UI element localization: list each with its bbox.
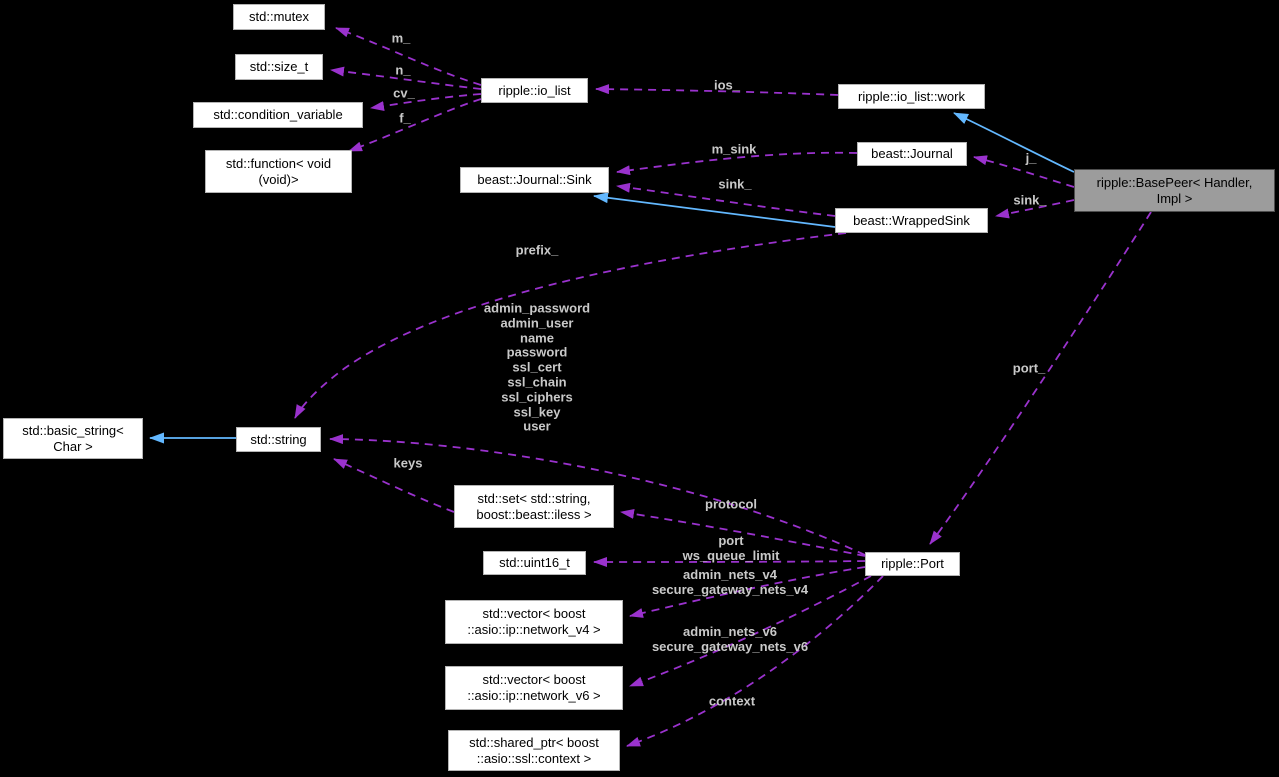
node-std-vector-network-v6[interactable]: std::vector< boost ::asio::ip::network_v… bbox=[445, 666, 623, 710]
edge-label-port-ws: port ws_queue_limit bbox=[682, 533, 780, 563]
edge-label-m-sink: m_sink bbox=[711, 141, 757, 157]
edge-label-cv: cv_ bbox=[393, 85, 415, 101]
edge-label-ios: ios_ bbox=[713, 77, 741, 93]
edge-io-list-to-size-t bbox=[330, 66, 482, 90]
node-beast-wrapped-sink[interactable]: beast::WrappedSink bbox=[835, 208, 988, 233]
edge-base-peer-to-journal bbox=[973, 155, 1075, 188]
node-std-uint16-t[interactable]: std::uint16_t bbox=[483, 551, 586, 575]
edge-label-context: context bbox=[708, 693, 756, 709]
node-ripple-base-peer: ripple::BasePeer< Handler, Impl > bbox=[1074, 169, 1275, 212]
edge-port-to-set-protocol bbox=[620, 509, 866, 557]
edge-inherit-wrapped-sink-to-journal-sink bbox=[593, 192, 836, 228]
edge-wrapped-sink-to-string-prefix bbox=[294, 232, 847, 419]
node-std-basic-string[interactable]: std::basic_string< Char > bbox=[3, 418, 143, 459]
edge-port-to-vector-v6 bbox=[629, 575, 872, 687]
node-std-size-t[interactable]: std::size_t bbox=[235, 54, 323, 80]
edge-label-protocol: protocol bbox=[705, 496, 757, 512]
edge-label-nets-v6: admin_nets_v6 secure_gateway_nets_v6 bbox=[651, 624, 809, 654]
edge-set-to-string-keys bbox=[333, 458, 455, 513]
edge-port-to-shared-ptr-context bbox=[626, 575, 884, 747]
edge-label-nets-v4: admin_nets_v4 secure_gateway_nets_v4 bbox=[651, 567, 809, 597]
edge-label-sink-journal-sink: sink_ bbox=[718, 176, 752, 192]
edge-label-string-members: admin_password admin_user name password … bbox=[483, 300, 591, 434]
node-std-function-void[interactable]: std::function< void (void)> bbox=[205, 150, 352, 193]
node-std-string[interactable]: std::string bbox=[236, 427, 321, 452]
edge-port-to-vector-v4 bbox=[629, 566, 866, 618]
edge-port-to-string-members bbox=[329, 434, 866, 556]
edge-work-to-io-list bbox=[595, 84, 839, 96]
edge-inherit-base-peer-to-work bbox=[953, 112, 1075, 173]
edge-io-list-to-condition-variable bbox=[370, 93, 482, 111]
node-ripple-port[interactable]: ripple::Port bbox=[865, 552, 960, 576]
node-ripple-io-list[interactable]: ripple::io_list bbox=[481, 78, 588, 103]
node-std-vector-network-v4[interactable]: std::vector< boost ::asio::ip::network_v… bbox=[445, 600, 623, 644]
edge-label-j: j_ bbox=[1025, 150, 1037, 166]
edge-base-peer-to-port bbox=[929, 211, 1152, 545]
node-std-condition-variable[interactable]: std::condition_variable bbox=[193, 102, 363, 128]
edge-label-m: m_ bbox=[391, 30, 411, 46]
edge-label-n: n_ bbox=[395, 62, 411, 78]
edge-label-sink-wrapped: sink_ bbox=[1013, 192, 1047, 208]
edge-label-prefix: prefix_ bbox=[515, 242, 559, 258]
edge-label-f: f_ bbox=[399, 110, 411, 126]
node-std-shared-ptr-ssl-context[interactable]: std::shared_ptr< boost ::asio::ssl::cont… bbox=[448, 730, 620, 771]
edge-label-keys: keys bbox=[393, 455, 423, 471]
edge-base-peer-to-wrapped-sink bbox=[995, 199, 1075, 219]
node-ripple-io-list-work[interactable]: ripple::io_list::work bbox=[838, 84, 985, 109]
edge-label-port-member: port_ bbox=[1012, 360, 1046, 376]
edge-io-list-to-mutex bbox=[335, 27, 482, 86]
node-beast-journal-sink[interactable]: beast::Journal::Sink bbox=[460, 167, 609, 193]
edge-journal-to-journal-sink bbox=[616, 151, 858, 176]
node-std-mutex[interactable]: std::mutex bbox=[233, 4, 325, 30]
edge-port-to-uint16 bbox=[593, 556, 866, 567]
node-beast-journal[interactable]: beast::Journal bbox=[857, 142, 967, 166]
node-std-set-iless[interactable]: std::set< std::string, boost::beast::ile… bbox=[454, 485, 614, 528]
edge-io-list-to-function bbox=[348, 98, 482, 152]
